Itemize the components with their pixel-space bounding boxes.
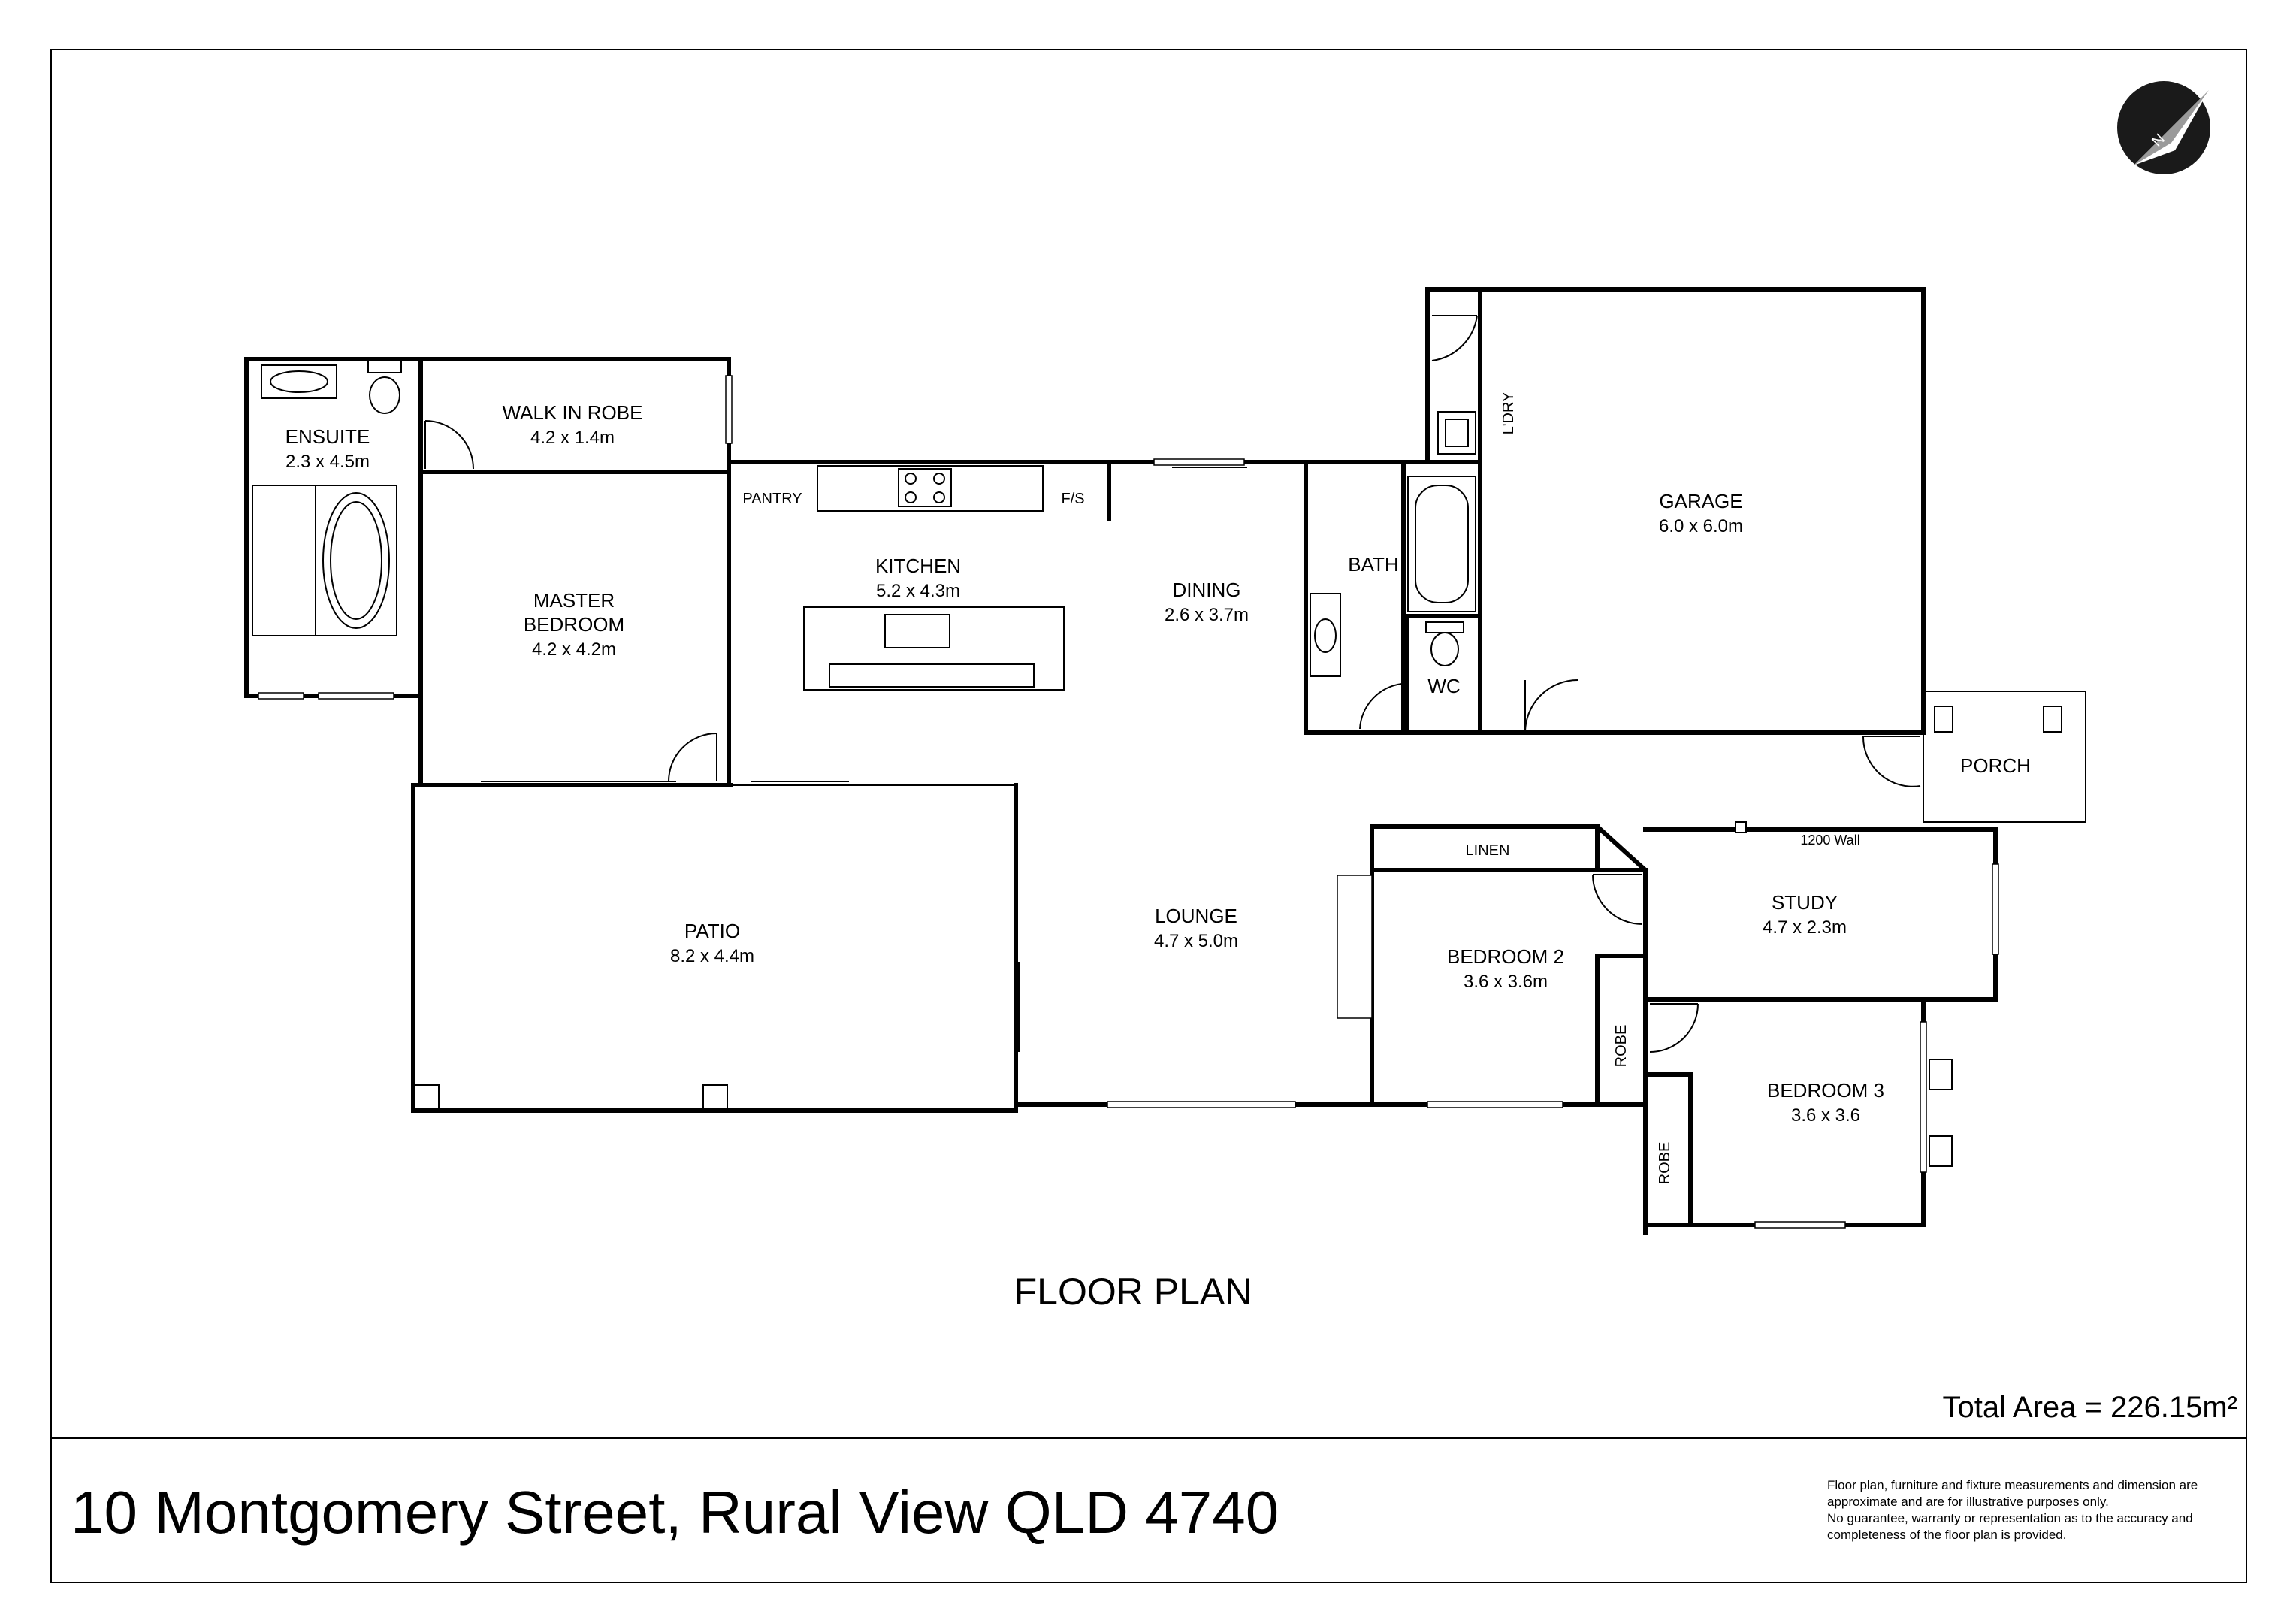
total-area: Total Area = 226.15m² — [1943, 1391, 2237, 1424]
property-address: 10 Montgomery Street, Rural View QLD 474… — [71, 1479, 1279, 1546]
disclaimer-line-3: No guarantee, warranty or representation… — [1827, 1511, 2193, 1525]
disclaimer-line-1: Floor plan, furniture and fixture measur… — [1827, 1478, 2198, 1492]
fixtures — [252, 360, 1953, 1167]
master-bedroom-dims: 4.2 x 4.2m — [532, 639, 616, 660]
bedroom2-label: BEDROOM 2 — [1447, 945, 1564, 968]
master-bedroom-label-line1: MASTER — [533, 589, 615, 612]
walls — [244, 287, 1998, 1235]
bath-label: BATH — [1348, 553, 1398, 576]
patio-label: PATIO — [684, 920, 740, 942]
bedroom3-robe-label: ROBE — [1657, 1142, 1673, 1185]
study-dims: 4.7 x 2.3m — [1763, 917, 1847, 938]
lounge-dims: 4.7 x 5.0m — [1154, 931, 1238, 951]
wall-note-label: 1200 Wall — [1800, 833, 1859, 848]
study-label: STUDY — [1772, 891, 1838, 914]
fs-label: F/S — [1061, 491, 1084, 507]
porch-label: PORCH — [1960, 754, 2031, 777]
master-bedroom-label-line2: BEDROOM — [524, 613, 624, 636]
kitchen-dims: 5.2 x 4.3m — [876, 581, 960, 601]
walk-in-robe-label: WALK IN ROBE — [503, 401, 643, 424]
ensuite-label: ENSUITE — [285, 425, 370, 448]
dining-label: DINING — [1173, 579, 1241, 601]
wc-label: WC — [1427, 675, 1460, 697]
disclaimer-line-2: approximate and are for illustrative pur… — [1827, 1495, 2109, 1509]
disclaimer-line-4: completeness of the floor plan is provid… — [1827, 1528, 2066, 1542]
linen-label: LINEN — [1466, 842, 1510, 859]
windows — [258, 375, 1999, 1229]
garage-dims: 6.0 x 6.0m — [1659, 516, 1743, 536]
bedroom2-robe-label: ROBE — [1613, 1025, 1630, 1068]
bedroom3-dims: 3.6 x 3.6 — [1791, 1105, 1860, 1126]
garage-label: GARAGE — [1659, 490, 1742, 512]
room-labels: ENSUITE 2.3 x 4.5m WALK IN ROBE 4.2 x 1.… — [285, 392, 2031, 1185]
kitchen-label: KITCHEN — [875, 555, 961, 577]
dining-dims: 2.6 x 3.7m — [1165, 605, 1249, 625]
patio-dims: 8.2 x 4.4m — [670, 946, 754, 966]
pantry-label: PANTRY — [742, 491, 802, 507]
bedroom3-label: BEDROOM 3 — [1767, 1079, 1884, 1102]
ensuite-dims: 2.3 x 4.5m — [285, 452, 370, 472]
disclaimer: Floor plan, furniture and fixture measur… — [1827, 1478, 2198, 1542]
porch-outline — [1923, 691, 2086, 823]
plan-title: FLOOR PLAN — [1014, 1271, 1252, 1313]
bedroom2-dims: 3.6 x 3.6m — [1464, 972, 1548, 992]
page-frame — [50, 49, 2247, 1583]
doors — [424, 315, 1921, 1053]
north-arrow-icon: N — [2117, 81, 2210, 174]
walk-in-robe-dims: 4.2 x 1.4m — [530, 428, 615, 448]
laundry-label: L'DRY — [1500, 392, 1517, 435]
lounge-label: LOUNGE — [1155, 905, 1237, 927]
